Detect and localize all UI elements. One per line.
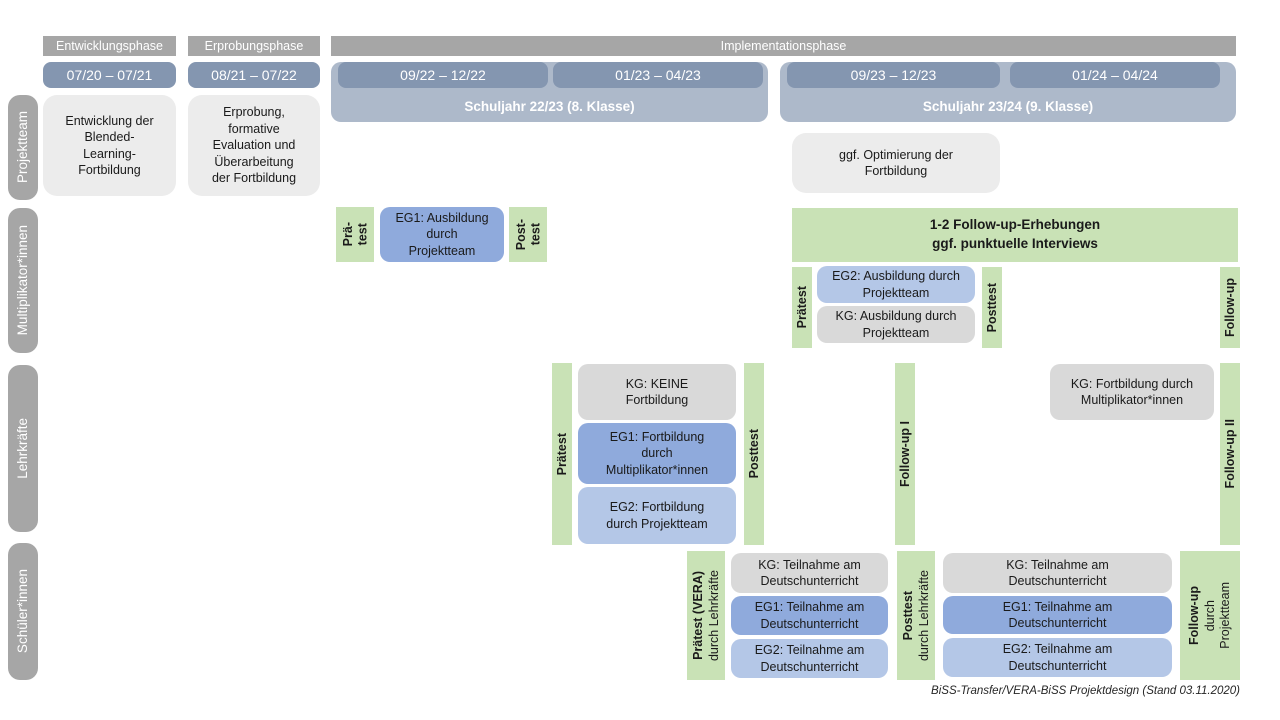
box-eg2-fortbildung-projektteam: EG2: Fortbildung durch Projektteam: [578, 487, 736, 544]
box-eg1-ausbildung-projektteam: EG1: Ausbildung durch Projektteam: [380, 207, 504, 262]
marker-followup2-lehrkraefte-text: Follow-up II: [1222, 419, 1237, 489]
box-eg1-fortbildung-multiplikatoren: EG1: Fortbildung durch Multiplikator*inn…: [578, 423, 736, 484]
box-kg-teilnahme-links: KG: Teilnahme am Deutschunterricht: [731, 553, 888, 593]
box-entwicklung-fortbildung: Entwicklung der Blended- Learning- Fortb…: [43, 95, 176, 196]
box-eg2-teilnahme-links: EG2: Teilnahme am Deutschunterricht: [731, 639, 888, 678]
phase-bar-erprobung: Erprobungsphase: [188, 36, 320, 56]
row-label-projektteam: Projektteam: [8, 95, 38, 200]
marker-posttest-multiplikatoren: Posttest: [982, 267, 1002, 348]
date-range-0821-0722: 08/21 – 07/22: [188, 62, 320, 88]
row-label-multiplikatoren: Multiplikator*innen: [8, 208, 38, 353]
box-optimierung-fortbildung: ggf. Optimierung der Fortbildung: [792, 133, 1000, 193]
marker-posttest-short-text: Post- test: [513, 218, 542, 251]
marker-followup2-lehrkraefte: Follow-up II: [1220, 363, 1240, 545]
date-range-0922-1222: 09/22 – 12/22: [338, 62, 548, 88]
phase-bar-implementation: Implementationsphase: [331, 36, 1236, 56]
marker-posttest-schueler: Posttest durch Lehrkräfte: [897, 551, 935, 680]
box-kg-ausbildung-projektteam: KG: Ausbildung durch Projektteam: [817, 306, 975, 343]
row-label-lehrkraefte: Lehrkräfte: [8, 365, 38, 532]
marker-praetest-multiplikatoren: Prätest: [792, 267, 812, 348]
marker-posttest-lehrkraefte: Posttest: [744, 363, 764, 545]
row-label-schueler-text: Schüler*innen: [15, 569, 31, 654]
marker-praetest-multiplikatoren-text: Prätest: [794, 286, 809, 329]
marker-followup-multiplikatoren-text: Follow-up: [1222, 277, 1237, 337]
box-eg1-teilnahme-links: EG1: Teilnahme am Deutschunterricht: [731, 596, 888, 635]
date-range-0923-1223: 09/23 – 12/23: [787, 62, 1000, 88]
date-range-0124-0424: 01/24 – 04/24: [1010, 62, 1220, 88]
marker-followup-projektteam-main: Follow-up: [1187, 585, 1202, 645]
box-eg2-teilnahme-rechts: EG2: Teilnahme am Deutschunterricht: [943, 638, 1172, 677]
marker-followup1-lehrkraefte: Follow-up I: [895, 363, 915, 545]
row-label-multiplikatoren-text: Multiplikator*innen: [15, 225, 31, 336]
marker-posttest-short: Post- test: [509, 207, 547, 262]
marker-praetest-vera-main: Prätest (VERA): [691, 571, 706, 660]
row-label-projektteam-text: Projektteam: [15, 111, 31, 184]
box-eg1-teilnahme-rechts: EG1: Teilnahme am Deutschunterricht: [943, 596, 1172, 634]
marker-praetest-lehrkraefte-text: Prätest: [554, 432, 569, 476]
diagram-caption: BiSS-Transfer/VERA-BiSS Projektdesign (S…: [931, 685, 1240, 697]
marker-praetest-short: Prä- test: [336, 207, 374, 262]
date-range-0123-0423: 01/23 – 04/23: [553, 62, 763, 88]
row-label-lehrkraefte-text: Lehrkräfte: [15, 418, 31, 479]
marker-posttest-multiplikatoren-text: Posttest: [984, 282, 999, 333]
phase-bar-entwicklung: Entwicklungsphase: [43, 36, 176, 56]
marker-followup-projektteam-sub2: Projektteam: [1218, 582, 1233, 649]
marker-followup-projektteam-sub1: durch: [1202, 599, 1217, 632]
marker-praetest-short-text: Prä- test: [340, 222, 369, 247]
marker-praetest-vera: Prätest (VERA) durch Lehrkräfte: [687, 551, 725, 680]
marker-praetest-vera-sub: durch Lehrkräfte: [706, 569, 721, 662]
schuljahr-2223-label: Schuljahr 22/23 (8. Klasse): [464, 99, 635, 114]
box-eg2-ausbildung-projektteam: EG2: Ausbildung durch Projektteam: [817, 266, 975, 303]
marker-posttest-schueler-main: Posttest: [901, 590, 916, 641]
box-erprobung-evaluation: Erprobung, formative Evaluation und Über…: [188, 95, 320, 196]
marker-followup-projektteam: Follow-up durch Projektteam: [1180, 551, 1240, 680]
banner-followup-erhebungen: 1-2 Follow-up-Erhebungen ggf. punktuelle…: [792, 208, 1238, 262]
marker-followup1-lehrkraefte-text: Follow-up I: [897, 421, 912, 487]
marker-followup-multiplikatoren: Follow-up: [1220, 267, 1240, 348]
date-range-0720-0721: 07/20 – 07/21: [43, 62, 176, 88]
row-label-schueler: Schüler*innen: [8, 543, 38, 680]
box-kg-keine-fortbildung: KG: KEINE Fortbildung: [578, 364, 736, 420]
box-kg-fortbildung-multiplikatoren: KG: Fortbildung durch Multiplikator*inne…: [1050, 364, 1214, 420]
box-kg-teilnahme-rechts: KG: Teilnahme am Deutschunterricht: [943, 553, 1172, 593]
marker-praetest-lehrkraefte: Prätest: [552, 363, 572, 545]
marker-posttest-lehrkraefte-text: Posttest: [746, 429, 761, 479]
schuljahr-2324-label: Schuljahr 23/24 (9. Klasse): [922, 99, 1094, 114]
marker-posttest-schueler-sub: durch Lehrkräfte: [916, 569, 931, 662]
